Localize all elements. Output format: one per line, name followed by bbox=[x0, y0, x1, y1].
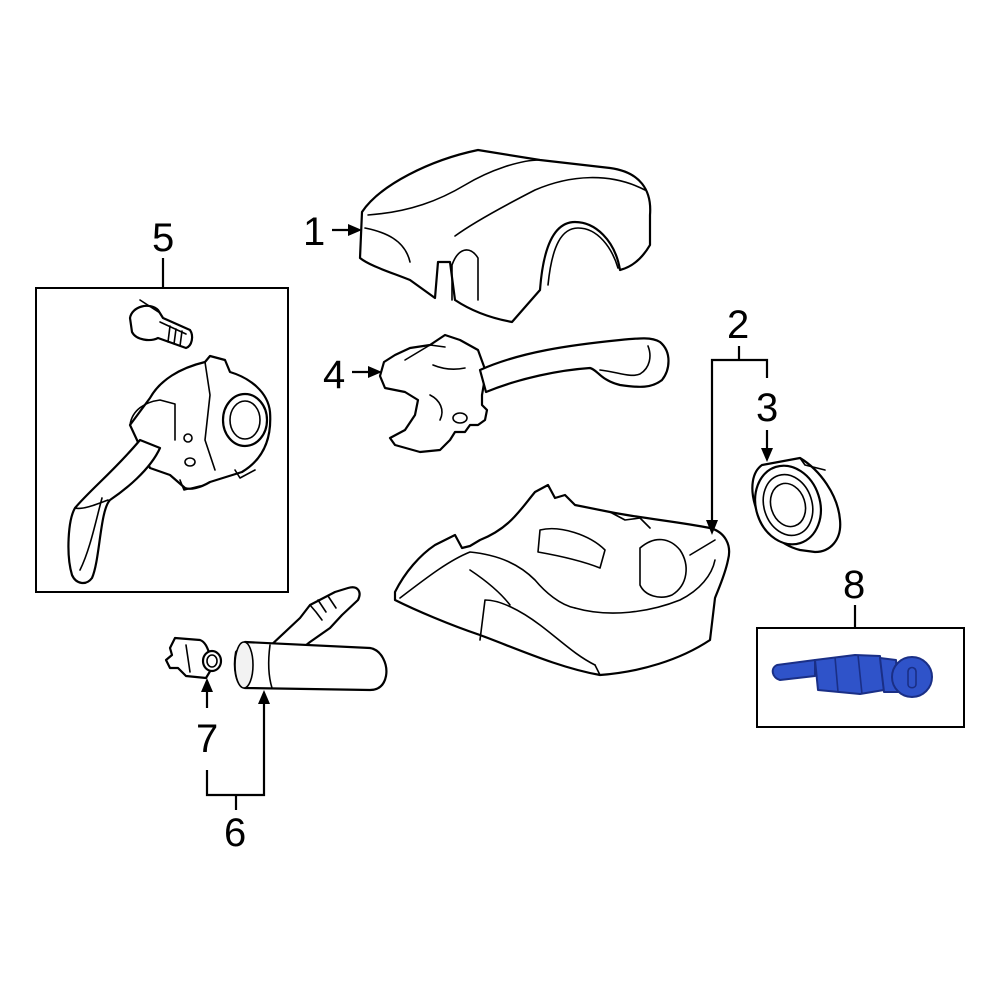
leader-4-arrowhead bbox=[368, 366, 382, 378]
leader-2-bracket bbox=[710, 358, 769, 522]
callout-3[interactable]: 3 bbox=[756, 386, 778, 430]
callout-7[interactable]: 7 bbox=[196, 717, 218, 761]
part-4-wiper-switch[interactable] bbox=[378, 333, 670, 454]
leader-2-arrowhead bbox=[706, 520, 718, 535]
callout-4[interactable]: 4 bbox=[323, 353, 345, 397]
part-1-upper-shroud[interactable] bbox=[358, 148, 652, 324]
part-5-frame bbox=[35, 287, 289, 593]
leader-1-arrowhead bbox=[348, 224, 362, 236]
leader-3-arrowhead bbox=[761, 448, 773, 462]
part-8-frame bbox=[756, 627, 965, 728]
part-5-turn-signal-switch[interactable] bbox=[67, 299, 272, 585]
callout-6[interactable]: 6 bbox=[224, 811, 246, 855]
part-8-ignition-lock-cylinder[interactable] bbox=[771, 654, 933, 698]
callout-5[interactable]: 5 bbox=[152, 216, 174, 260]
callout-8[interactable]: 8 bbox=[843, 563, 865, 607]
callout-2[interactable]: 2 bbox=[727, 303, 749, 347]
part-7-lamp-socket[interactable] bbox=[164, 636, 223, 680]
callout-1[interactable]: 1 bbox=[303, 210, 325, 254]
leader-6-arrowhead bbox=[258, 690, 270, 704]
part-6-shift-lever[interactable] bbox=[233, 586, 388, 692]
part-2-lower-shroud[interactable] bbox=[393, 483, 731, 677]
part-3-ignition-bezel[interactable] bbox=[745, 456, 842, 554]
leader-7-arrowhead bbox=[201, 678, 213, 692]
